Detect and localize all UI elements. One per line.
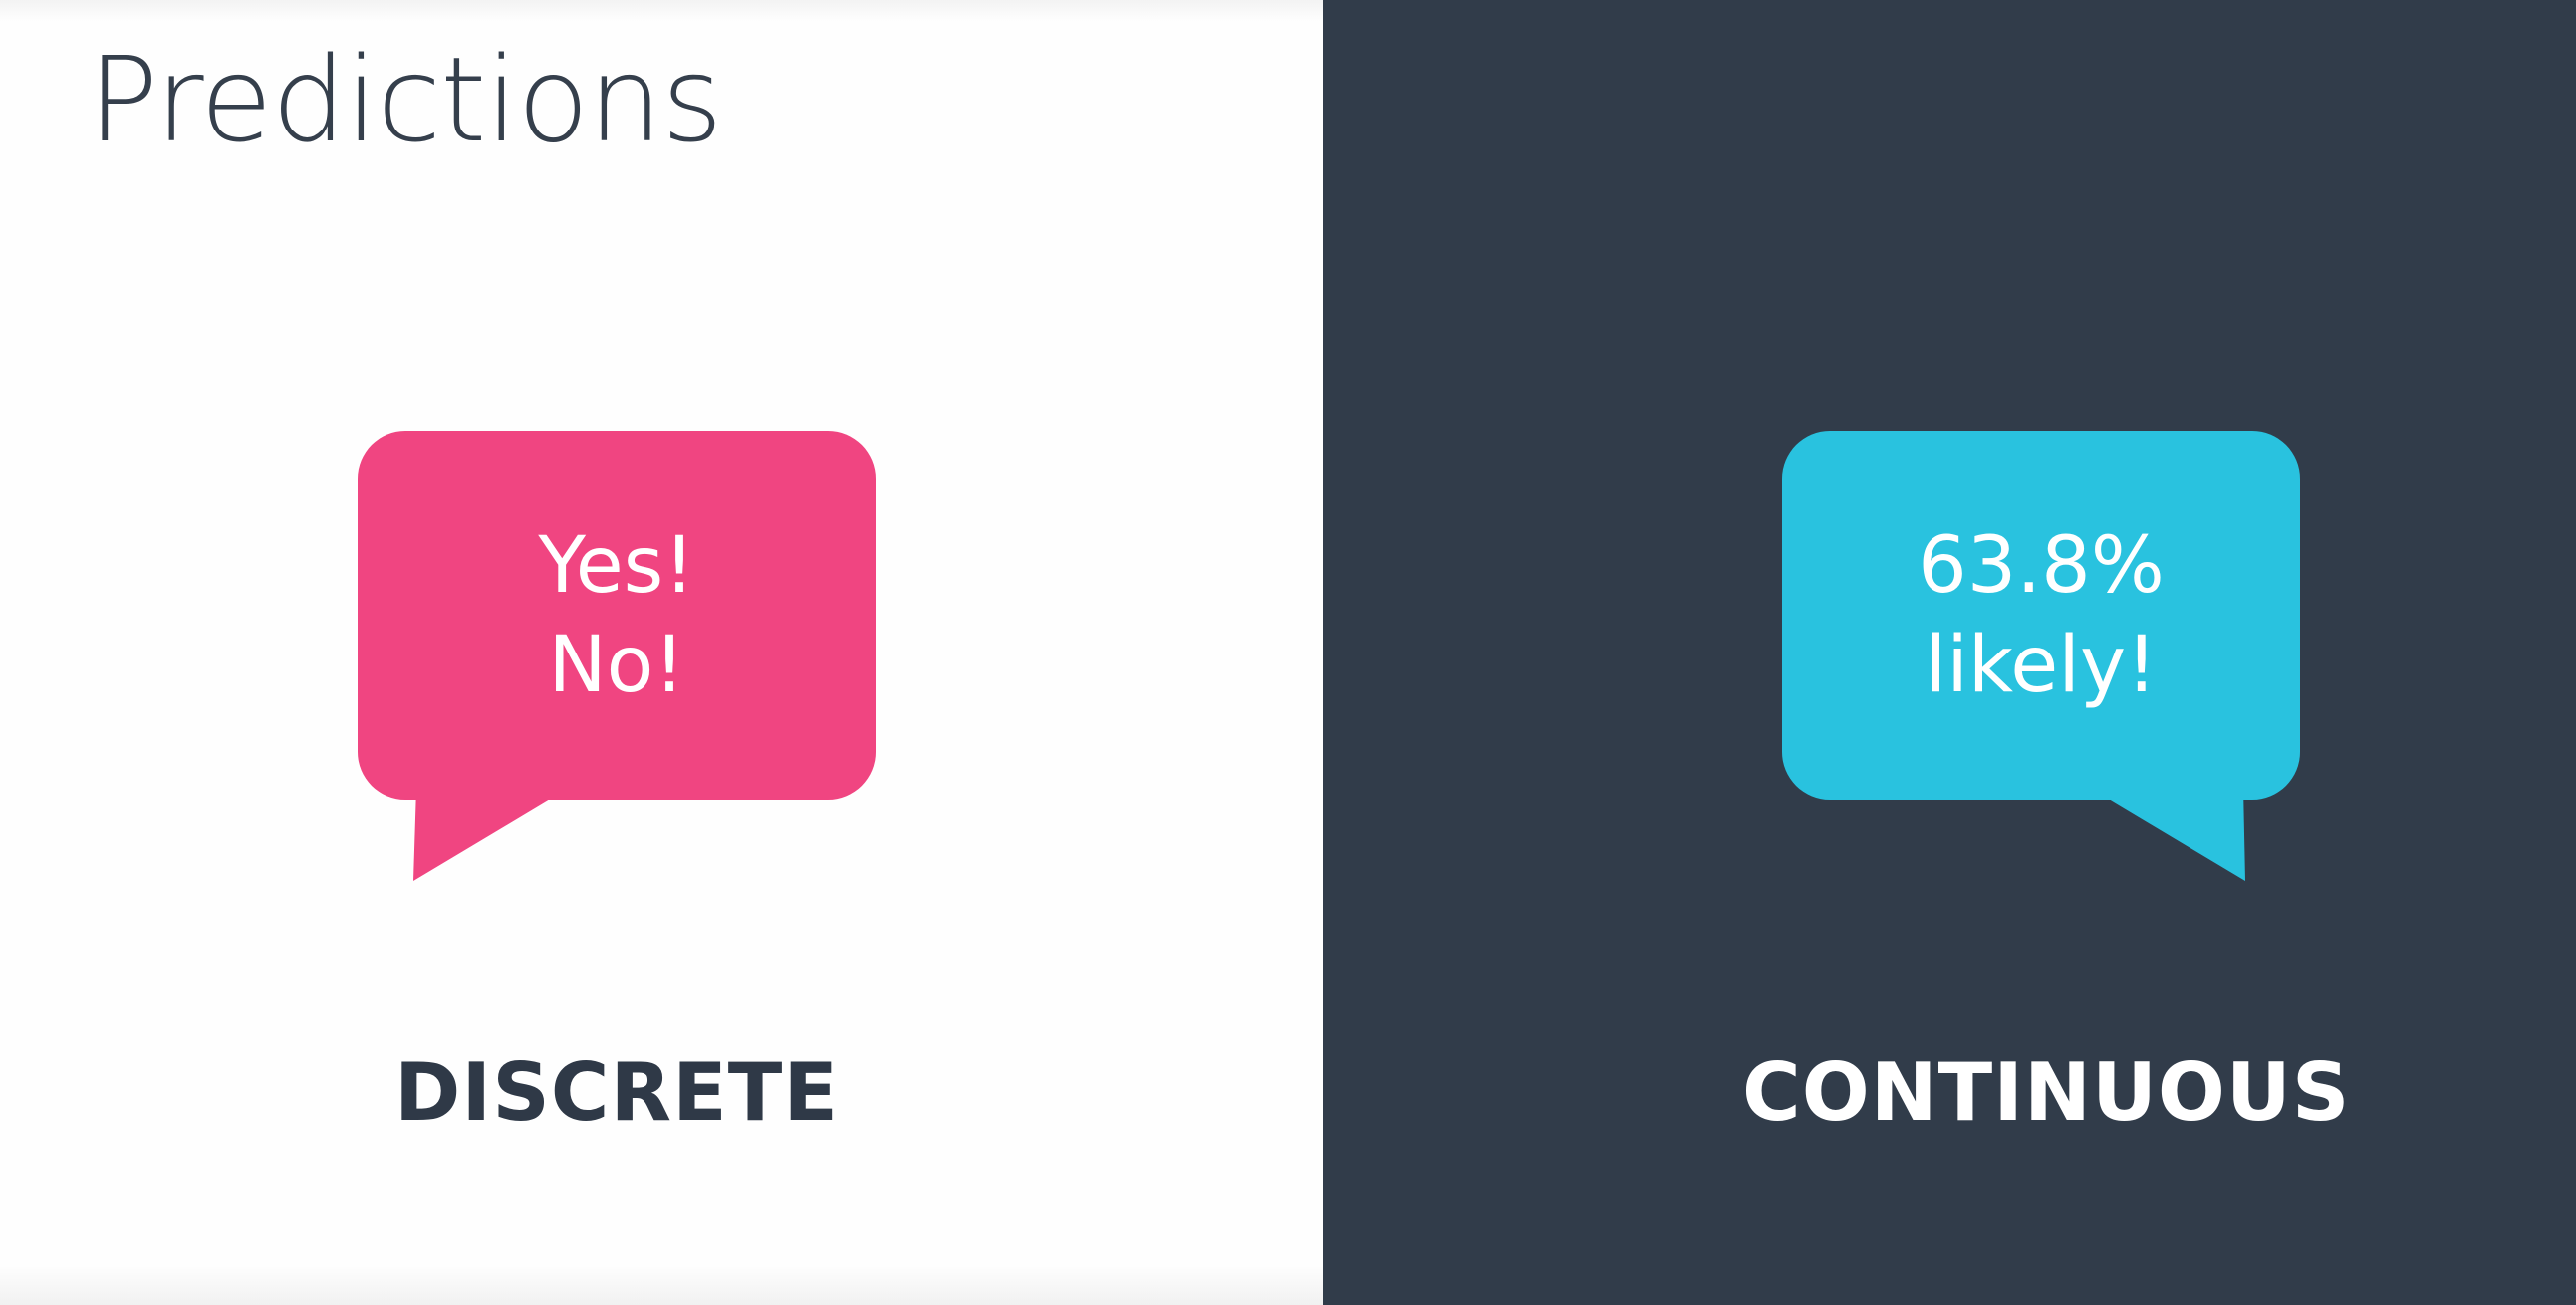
continuous-label: CONTINUOUS: [1742, 1046, 2351, 1139]
discrete-speech-bubble: Yes! No!: [358, 431, 876, 800]
continuous-bubble-line-2: likely!: [1925, 621, 2158, 710]
continuous-bubble-tail: [2089, 787, 2245, 881]
discrete-bubble-tail: [413, 787, 570, 881]
top-edge-shade: [0, 0, 1323, 22]
slide-title: Predictions: [88, 31, 723, 168]
bottom-edge-shade: [0, 1265, 1323, 1305]
discrete-bubble-line-1: Yes!: [538, 521, 695, 611]
continuous-speech-bubble: 63.8% likely!: [1782, 431, 2300, 800]
discrete-label: DISCRETE: [394, 1046, 839, 1139]
discrete-bubble-line-2: No!: [548, 621, 685, 710]
continuous-bubble-line-1: 63.8%: [1918, 521, 2165, 611]
